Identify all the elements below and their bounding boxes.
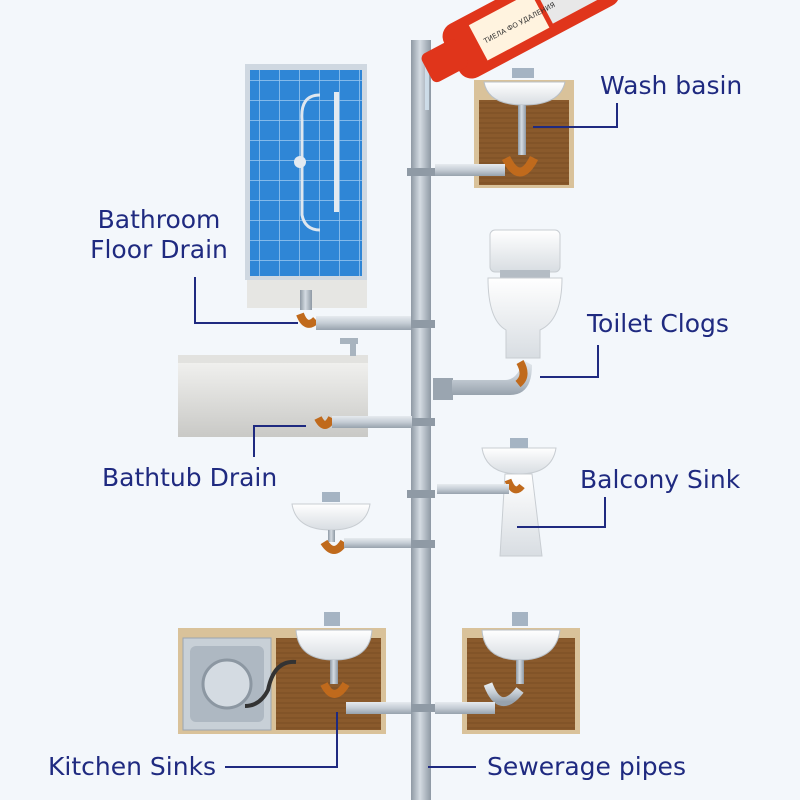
leader-bathtub-drain <box>253 425 306 457</box>
label-wash-basin: Wash basin <box>600 71 743 100</box>
shower-cabin <box>245 64 411 330</box>
leader-balcony-sink <box>517 497 606 528</box>
label-balcony-sink: Balcony Sink <box>580 465 741 494</box>
label-bathroom-floor-drain-line1: Bathroom <box>97 205 221 234</box>
drain-cleaner-bottle: ТИЕЛА ФО УДАЛЕНИЯ <box>421 0 620 110</box>
leader-bathroom-floor-drain <box>194 277 298 324</box>
label-toilet-clogs: Toilet Clogs <box>587 309 729 338</box>
label-bathroom-floor-drain-line2: Floor Drain <box>90 235 228 264</box>
toilet <box>452 229 563 395</box>
label-bathtub-drain: Bathtub Drain <box>102 463 278 492</box>
wash-basin-cabinet <box>435 68 574 188</box>
label-kitchen-sinks: Kitchen Sinks <box>48 752 217 781</box>
leader-toilet-clogs <box>540 345 599 378</box>
wall-sink <box>291 492 411 554</box>
kitchen-sink-cabinet <box>435 612 580 734</box>
leader-wash-basin <box>533 103 618 128</box>
sewerage-pipe <box>407 40 453 800</box>
bathtub <box>178 338 412 437</box>
leader-lines <box>194 103 618 768</box>
balcony-pedestal-sink <box>437 438 557 557</box>
kitchen-cabinet <box>178 612 411 734</box>
leader-kitchen-sinks <box>225 712 338 768</box>
label-sewerage-pipes: Sewerage pipes <box>487 752 686 781</box>
